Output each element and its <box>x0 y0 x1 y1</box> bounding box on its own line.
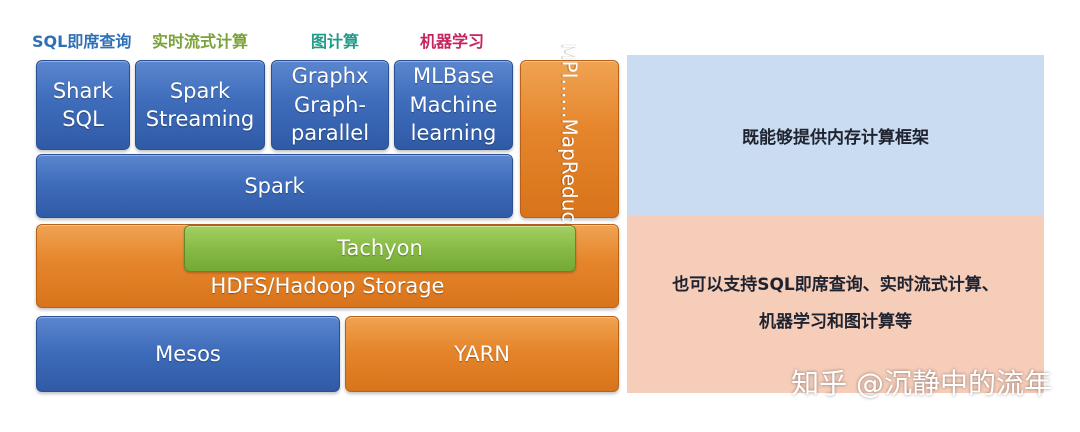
category-graph-label: 图计算 <box>311 32 360 51</box>
graphx-block: Graphx Graph- parallel <box>271 60 389 150</box>
spark-streaming-block: Spark Streaming <box>135 60 265 150</box>
memory-computing-text: 既能够提供内存计算框架 <box>742 127 929 148</box>
tachyon-label: Tachyon <box>337 236 423 261</box>
shark-sql-block: Shark SQL <box>36 60 130 150</box>
mlbase-line-3: learning <box>410 121 497 146</box>
yarn-label: YARN <box>454 341 510 366</box>
mesos-block: Mesos <box>36 316 340 392</box>
hdfs-label: HDFS/Hadoop Storage <box>210 273 445 298</box>
graphx-line-1: Graphx <box>291 64 369 89</box>
capabilities-text-line-2: 机器学习和图计算等 <box>759 312 912 332</box>
spark-core-label: Spark <box>244 173 305 198</box>
mpi-mapreduce-block: MPI……MapReduce <box>520 43 619 235</box>
graphx-line-2: Graph- <box>294 92 366 117</box>
category-streaming-label: 实时流式计算 <box>152 32 249 51</box>
shark-line-1: Shark <box>52 78 114 103</box>
mesos-label: Mesos <box>155 341 221 366</box>
mlbase-line-1: MLBase <box>413 64 494 89</box>
graphx-line-3: parallel <box>290 121 370 146</box>
capabilities-panel: 也可以支持SQL即席查询、实时流式计算、 机器学习和图计算等 <box>627 215 1044 393</box>
capabilities-text-line-1: 也可以支持SQL即席查询、实时流式计算、 <box>672 274 999 295</box>
memory-computing-panel: 既能够提供内存计算框架 <box>627 55 1044 215</box>
spark-core-block: Spark <box>36 154 513 218</box>
mlbase-line-2: Machine <box>409 92 498 117</box>
mlbase-block: MLBase Machine learning <box>394 60 513 150</box>
shark-line-2: SQL <box>62 107 104 131</box>
streaming-line-1: Spark <box>169 78 231 103</box>
zhihu-watermark: 知乎 @沉静中的流年 <box>791 367 1052 400</box>
yarn-block: YARN <box>345 316 619 392</box>
category-sql-label: SQL即席查询 <box>32 32 132 51</box>
streaming-line-2: Streaming <box>145 107 255 131</box>
category-ml-label: 机器学习 <box>420 32 485 51</box>
mpi-mapreduce-label: MPI……MapReduce <box>557 43 582 235</box>
tachyon-block: Tachyon <box>184 225 576 272</box>
